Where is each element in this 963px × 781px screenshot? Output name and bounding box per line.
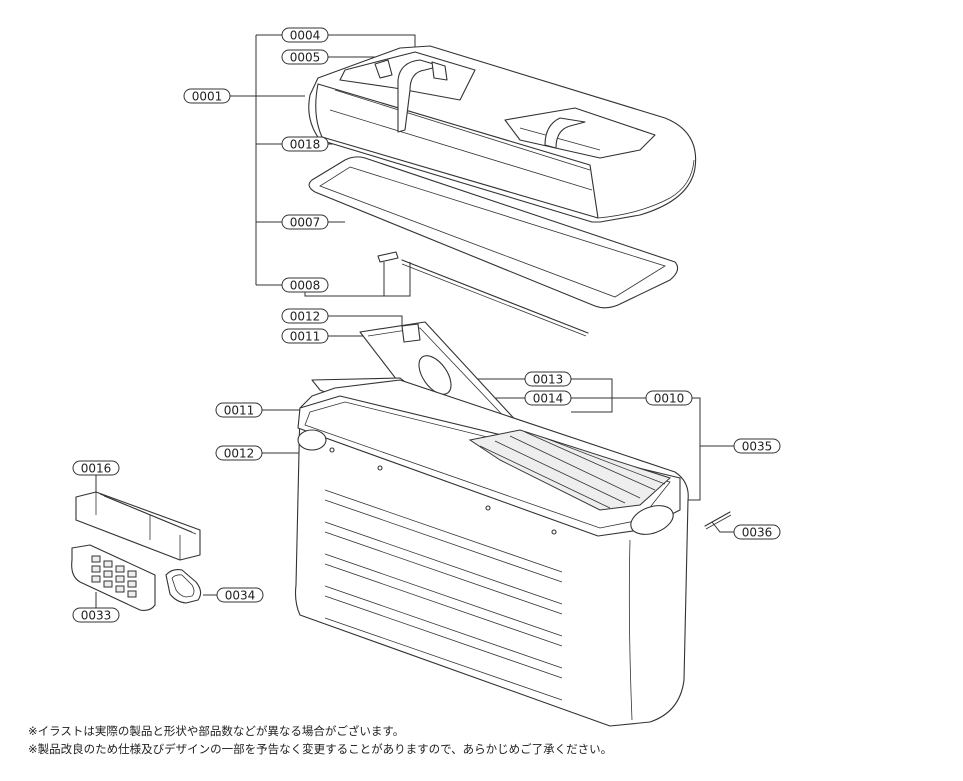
footnote-spec-change: ※製品改良のため仕様及びデザインの一部を予告なく変更することがありますので、あら… <box>28 742 613 756</box>
grid-lines <box>479 431 666 509</box>
svg-text:0014: 0014 <box>533 392 564 406</box>
rod-0008 <box>377 251 589 337</box>
main-body <box>294 379 689 727</box>
svg-text:0001: 0001 <box>192 90 223 104</box>
callout-0012-top: 0012 <box>281 308 329 324</box>
svg-text:0010: 0010 <box>654 392 685 406</box>
grille-0033 <box>71 544 156 611</box>
svg-text:0011: 0011 <box>224 404 255 418</box>
ring-0034 <box>165 569 202 604</box>
callout-0014: 0014 <box>524 390 572 406</box>
callout-0001: 0001 <box>183 88 231 104</box>
callout-labels: 0004 0005 0001 0018 0007 0008 0012 0011 … <box>72 27 781 623</box>
svg-text:0035: 0035 <box>742 440 773 454</box>
front-vents <box>324 489 563 701</box>
svg-text:0008: 0008 <box>290 279 321 293</box>
grille-keys <box>91 555 137 598</box>
filter-0016 <box>75 491 201 561</box>
svg-text:0036: 0036 <box>742 526 773 540</box>
footnotes: ※イラストは実際の製品と形状や部品数などが異なる場合がございます。 ※製品改良の… <box>28 722 612 758</box>
callout-0033: 0033 <box>72 607 120 623</box>
callout-0007: 0007 <box>281 214 329 230</box>
callout-0016: 0016 <box>72 460 120 476</box>
callout-0005: 0005 <box>281 49 329 65</box>
svg-text:0011: 0011 <box>290 330 321 344</box>
callout-0008: 0008 <box>281 277 329 293</box>
svg-text:0013: 0013 <box>533 373 564 387</box>
callout-0004: 0004 <box>281 27 329 43</box>
callout-0013: 0013 <box>524 371 572 387</box>
svg-text:0007: 0007 <box>290 216 321 230</box>
svg-text:0012: 0012 <box>290 310 321 324</box>
svg-text:0012: 0012 <box>224 447 255 461</box>
callout-0011-lower: 0011 <box>215 402 263 418</box>
svg-text:0005: 0005 <box>290 51 321 65</box>
callout-0010: 0010 <box>645 390 693 406</box>
callout-0012-lower: 0012 <box>215 445 263 461</box>
svg-text:0034: 0034 <box>225 589 256 603</box>
gasket-0007 <box>308 156 679 309</box>
svg-text:0033: 0033 <box>81 609 112 623</box>
callout-0011-top: 0011 <box>281 328 329 344</box>
callout-0034: 0034 <box>216 587 264 603</box>
callout-0035: 0035 <box>733 438 781 454</box>
svg-text:0004: 0004 <box>290 29 321 43</box>
pin-0036 <box>704 511 732 530</box>
footnote-illustration: ※イラストは実際の製品と形状や部品数などが異なる場合がございます。 <box>28 724 405 738</box>
svg-text:0016: 0016 <box>81 462 112 476</box>
callout-0018: 0018 <box>281 136 329 152</box>
svg-text:0018: 0018 <box>290 138 321 152</box>
lid-assembly <box>308 45 697 223</box>
callout-0036: 0036 <box>733 524 781 540</box>
